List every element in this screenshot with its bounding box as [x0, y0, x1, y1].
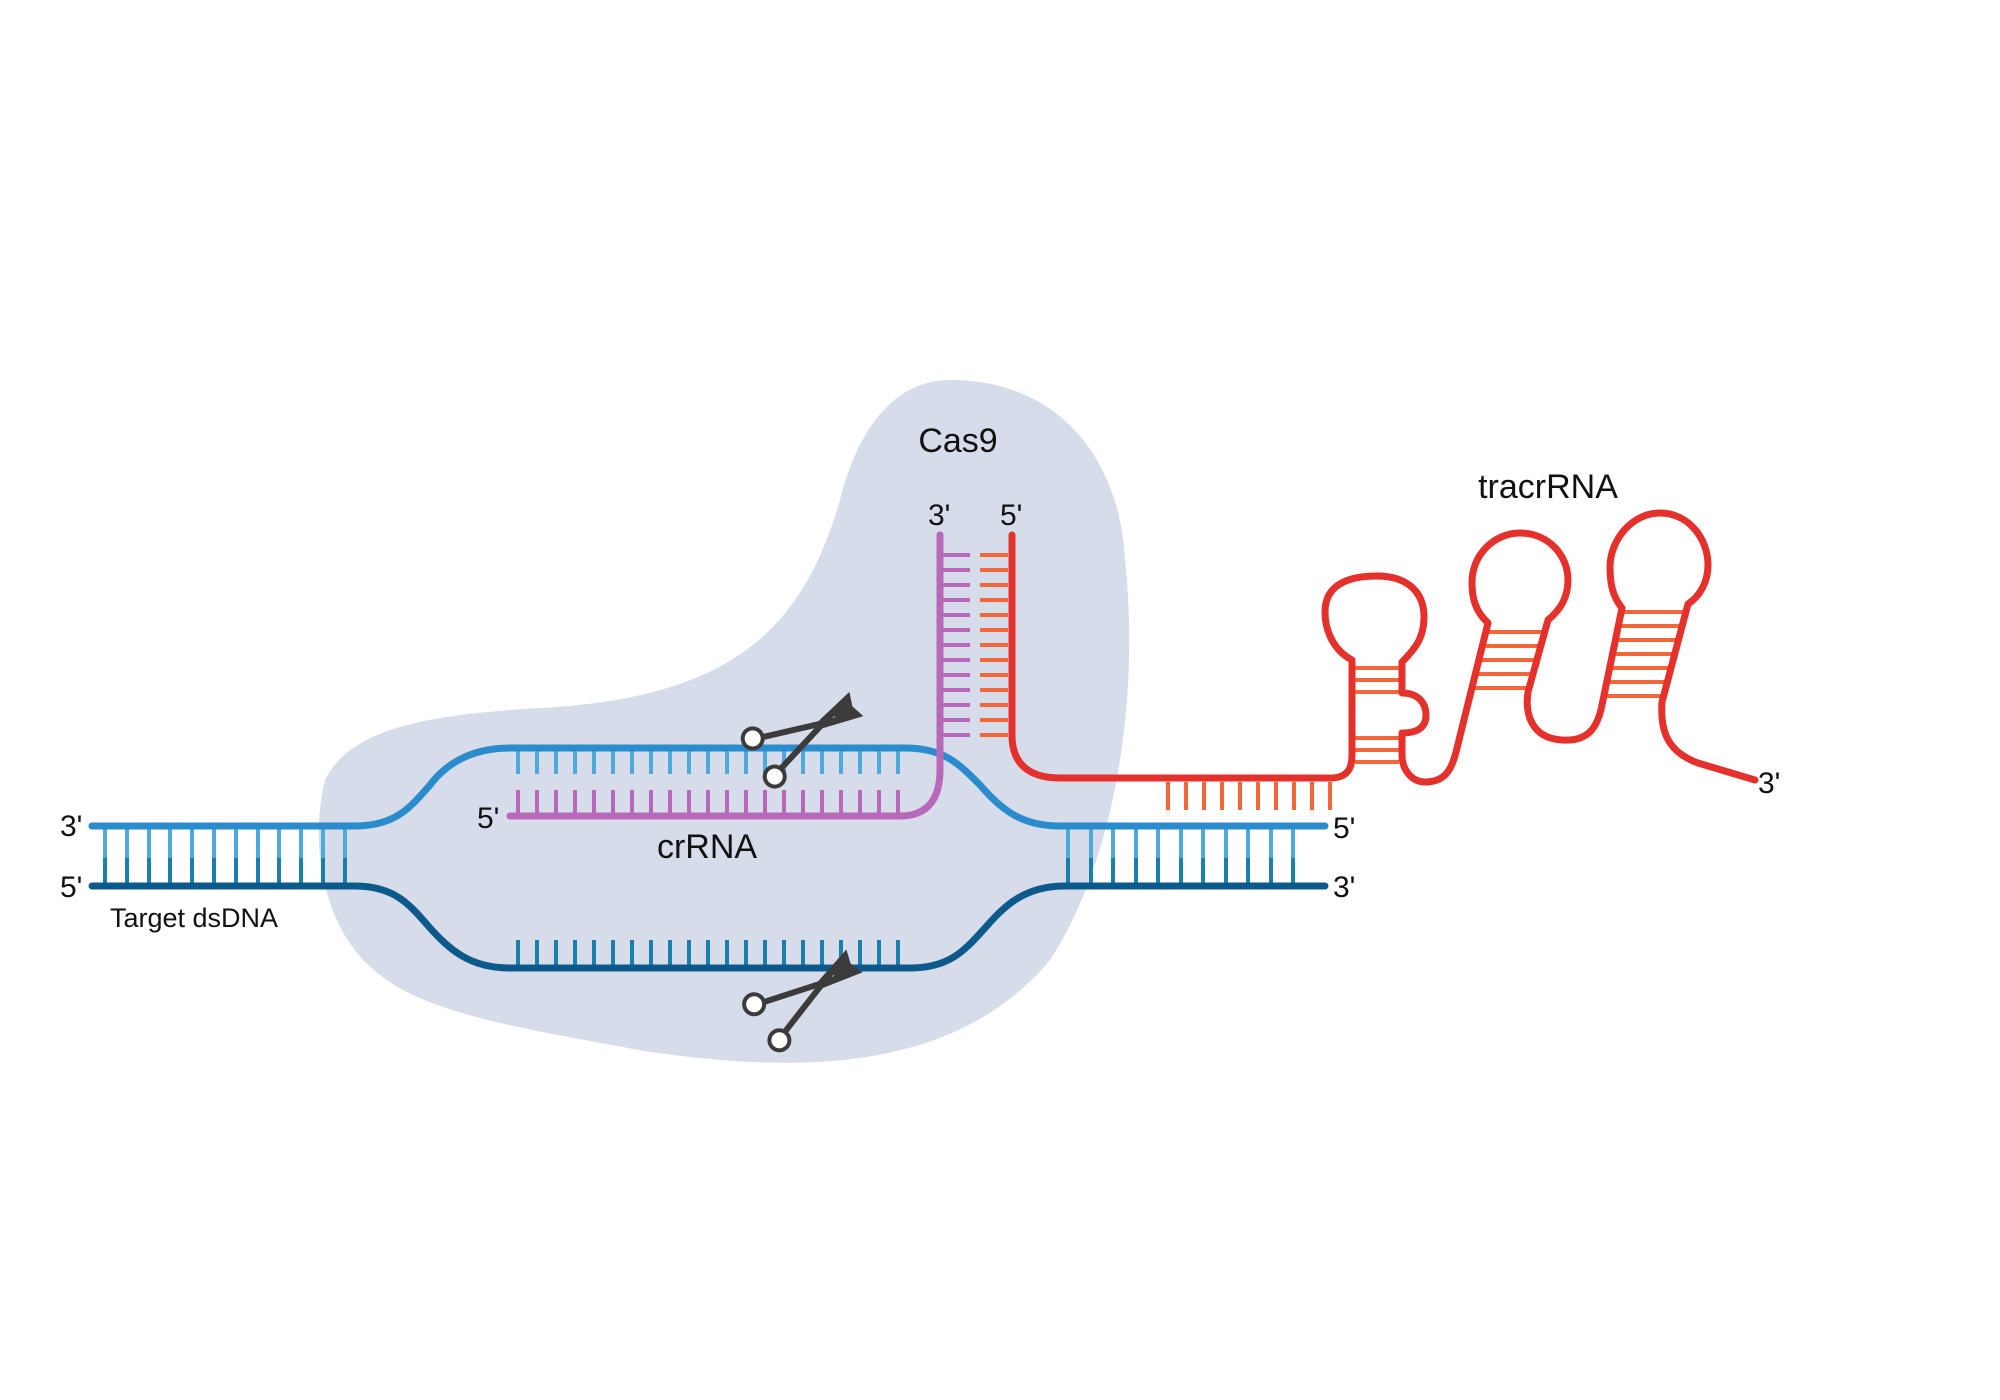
scissors-icon — [740, 691, 864, 789]
dna-top-right-end-label: 5' — [1333, 812, 1355, 845]
crrna-3prime-label: 3' — [928, 499, 950, 532]
target-dsdna-label: Target dsDNA — [110, 903, 278, 933]
tracrrna-3prime-label: 3' — [1758, 767, 1780, 800]
tracrrna-duplex-rungs — [1166, 610, 1686, 810]
tracrrna-label: tracrRNA — [1478, 468, 1618, 506]
crrna-label: crRNA — [657, 828, 757, 866]
crrna-rungs — [516, 790, 900, 814]
dna-top-strand — [88, 744, 1329, 830]
bubble-rungs-target-strand — [516, 750, 900, 774]
dna-rungs-bottom — [103, 858, 1295, 886]
dna-top-left-end-label: 3' — [60, 810, 82, 843]
cas9-protein — [318, 380, 1130, 1063]
dna-bottom-right-end-label: 3' — [1333, 871, 1355, 904]
crrna-tracrrna-rungs — [942, 553, 1008, 737]
tracrrna-strand — [1008, 509, 1759, 786]
scissors-icon — [742, 949, 863, 1053]
cas9-label: Cas9 — [918, 422, 997, 460]
dna-bottom-strand — [88, 882, 1329, 972]
tracrrna-5prime-label: 5' — [1000, 499, 1022, 532]
dna-rungs-top — [103, 826, 1295, 858]
bubble-rungs-non-target-strand — [516, 940, 900, 966]
crrna-strand — [506, 531, 944, 820]
dna-bottom-left-end-label: 5' — [60, 871, 82, 904]
crrna-5prime-label: 5' — [477, 802, 499, 835]
